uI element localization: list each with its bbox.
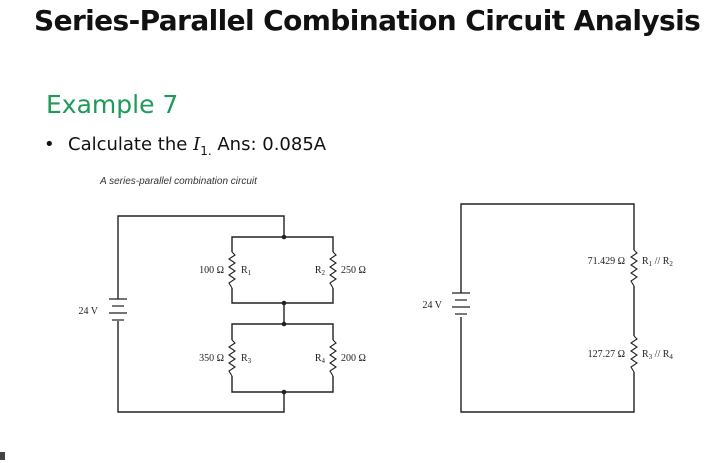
bullet-item: • Calculate the I1. Ans: 0.085A xyxy=(44,134,327,158)
resistor-r2 xyxy=(329,251,337,289)
upper-block-wires xyxy=(231,236,334,252)
node-dot xyxy=(281,321,287,327)
lower-block-bottom xyxy=(231,376,334,393)
r1-value: 100 Ω xyxy=(199,265,224,276)
node-dot xyxy=(281,389,287,395)
r1-subscript: 1 xyxy=(248,269,252,277)
r2-label: R2 xyxy=(315,265,326,277)
resistor-r1-r2-equivalent xyxy=(630,249,638,287)
resistor-r1 xyxy=(228,251,236,289)
r3-r4-equivalent-value: 127.27 Ω xyxy=(588,349,625,360)
right-bottom-wire xyxy=(460,317,635,413)
left-circuit: 24 V 100 Ω R1 R2 250 Ω 350 Ω R3 R4 200 Ω xyxy=(78,215,366,413)
r3-label: R3 xyxy=(241,353,252,365)
left-source-voltage: 24 V xyxy=(78,306,98,317)
r4-subscript: 4 xyxy=(322,357,326,365)
right-source-voltage: 24 V xyxy=(422,300,442,311)
r1-subscript: 1 xyxy=(649,260,653,268)
current-symbol: I xyxy=(193,134,201,155)
left-battery xyxy=(109,298,127,321)
r3-letter: R xyxy=(241,353,248,364)
r1-letter: R xyxy=(241,265,248,276)
resistor-r3 xyxy=(228,339,236,377)
node-dot xyxy=(281,234,287,240)
bullet-text-before: Calculate the xyxy=(68,134,194,155)
upper-block-bottom xyxy=(231,288,334,304)
r4-label: R4 xyxy=(315,353,326,365)
r4-subscript: 4 xyxy=(669,353,673,361)
r3-letter: R xyxy=(642,349,649,360)
example-heading: Example 7 xyxy=(46,90,179,119)
r4-value: 200 Ω xyxy=(341,353,366,364)
r1-label: R1 xyxy=(241,265,252,277)
resistor-r3-r4-equivalent xyxy=(630,335,638,373)
slide-title: Series-Parallel Combination Circuit Anal… xyxy=(34,4,701,37)
corner-mark xyxy=(0,452,5,460)
r2-subscript: 2 xyxy=(322,269,326,277)
right-battery xyxy=(452,292,470,315)
right-circuit: 24 V 71.429 Ω R1 // R2 127.27 Ω R3 // R4 xyxy=(422,203,673,413)
r1-r2-equivalent-value: 71.429 Ω xyxy=(588,256,625,267)
r3-subscript: 3 xyxy=(649,353,653,361)
parallel-separator: // xyxy=(652,256,663,267)
r3-r4-parallel-label: R3 // R4 xyxy=(642,349,673,361)
r1-r2-parallel-label: R1 // R2 xyxy=(642,256,673,268)
current-subscript: 1. xyxy=(200,144,212,158)
r2-letter: R xyxy=(663,256,670,267)
left-bottom-wire xyxy=(117,321,285,413)
r3-value: 350 Ω xyxy=(199,353,224,364)
r4-letter: R xyxy=(315,353,322,364)
r4-letter: R xyxy=(663,349,670,360)
bullet-dot: • xyxy=(44,134,55,155)
resistor-r4 xyxy=(329,339,337,377)
lower-block-wires xyxy=(231,323,334,340)
r1-letter: R xyxy=(642,256,649,267)
r2-subscript: 2 xyxy=(669,260,673,268)
r2-value: 250 Ω xyxy=(341,265,366,276)
circuit-caption: A series-parallel combination circuit xyxy=(100,176,257,187)
node-dot xyxy=(281,300,287,306)
bullet-text-after: Ans: 0.085A xyxy=(211,134,327,155)
left-top-wire xyxy=(117,215,285,299)
r2-letter: R xyxy=(315,265,322,276)
parallel-separator: // xyxy=(652,349,663,360)
right-top-wire xyxy=(460,203,635,293)
r3-subscript: 3 xyxy=(248,357,252,365)
